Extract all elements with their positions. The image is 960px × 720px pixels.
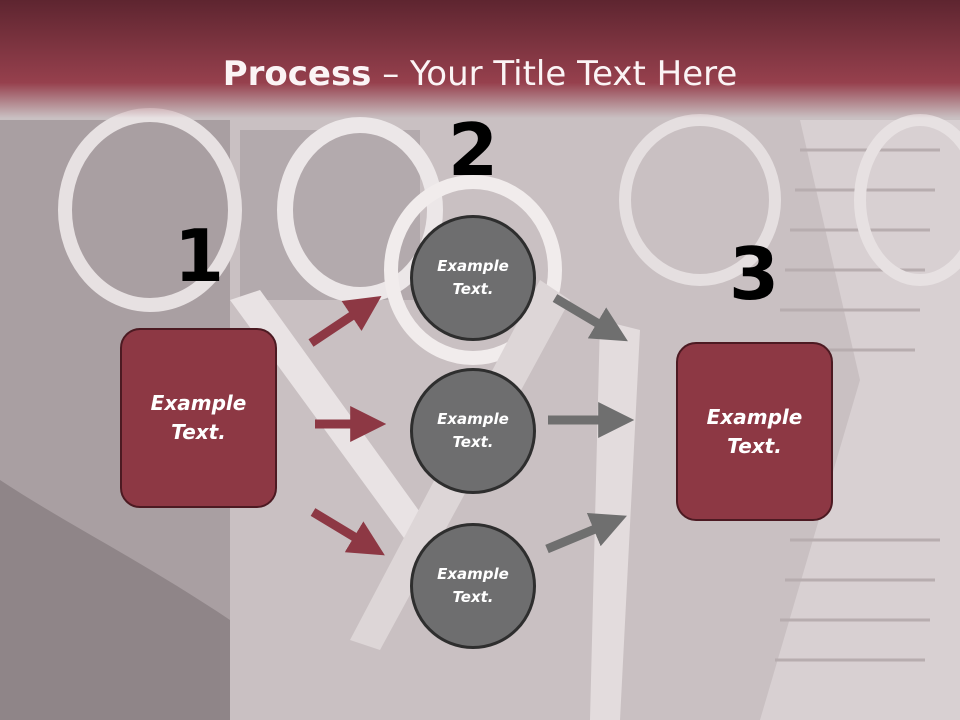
circle-bottom: Example Text. [410, 523, 536, 649]
circle-bottom-label: Example Text. [437, 565, 509, 606]
right-text-box: Example Text. [676, 342, 833, 521]
left-text-box: Example Text. [120, 328, 277, 508]
left-box-label: Example Text. [150, 391, 247, 444]
circle-middle-label: Example Text. [437, 410, 509, 451]
step-number-3: 3 [728, 232, 780, 316]
title-bold: Process [222, 54, 372, 94]
step-number-2: 2 [447, 108, 499, 192]
arrow-bottom-to-right [545, 512, 627, 554]
step-number-1: 1 [173, 214, 225, 298]
circle-top-label: Example Text. [437, 257, 509, 298]
circle-top: Example Text. [410, 215, 536, 341]
arrow-top-to-right [552, 294, 628, 342]
slide-title: Process – Your Title Text Here [0, 52, 960, 96]
right-box-label: Example Text. [706, 404, 803, 458]
arrow-left-to-top [308, 296, 382, 347]
title-rest: – Your Title Text Here [371, 54, 738, 94]
circle-middle: Example Text. [410, 368, 536, 494]
arrow-left-to-bottom [310, 508, 385, 556]
title-banner [0, 0, 960, 118]
